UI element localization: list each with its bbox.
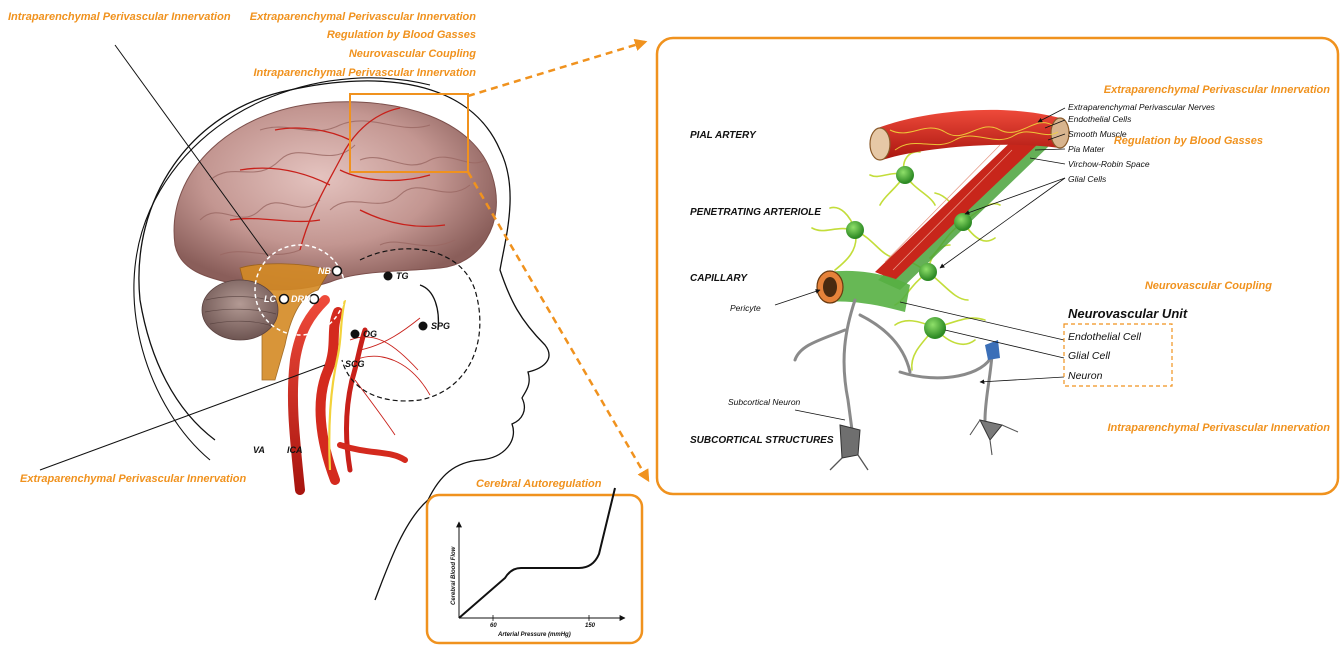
- lc-label: LC: [264, 294, 276, 304]
- glial-cell-5: [924, 317, 946, 339]
- detail-panel: PIAL ARTERY PENETRATING ARTERIOLE CAPILL…: [657, 38, 1338, 494]
- og-label: OG: [363, 329, 377, 339]
- label-pial-artery: PIAL ARTERY: [690, 130, 757, 141]
- label-r-extra: Extraparenchymal Perivascular Innervatio…: [1104, 84, 1330, 96]
- nvu-neuron: Neuron: [1068, 370, 1103, 382]
- ica-label: ICA: [287, 445, 303, 455]
- spg-label: SPG: [431, 321, 450, 331]
- lc-node: [280, 295, 289, 304]
- glial-cell-4: [919, 263, 937, 281]
- glial-cell-2: [846, 221, 864, 239]
- autoregulation-inset: Cerebral Autoregulation 60 150 Arterial …: [427, 478, 642, 643]
- glial-cell-1: [896, 166, 914, 184]
- nb-label: NB: [318, 266, 331, 276]
- tg-node: [384, 272, 393, 281]
- tick-150: 150: [585, 623, 596, 629]
- label-pia-mater: Pia Mater: [1068, 144, 1106, 154]
- nvu-endothelial: Endothelial Cell: [1068, 331, 1142, 343]
- autoregulation-title: Cerebral Autoregulation: [476, 478, 602, 490]
- drn-label: DRN: [291, 294, 311, 304]
- spg-node: [419, 322, 428, 331]
- pointer-bottom-left: [40, 365, 325, 470]
- zoom-arrow-top: [468, 42, 645, 96]
- nvu-glial: Glial Cell: [1068, 350, 1111, 362]
- label-subcortical-neuron: Subcortical Neuron: [728, 397, 801, 407]
- tick-60: 60: [490, 623, 497, 629]
- label-penetrating-arteriole: PENETRATING ARTERIOLE: [690, 207, 821, 218]
- label-extra-nerves: Extraparenchymal Perivascular Nerves: [1068, 102, 1216, 112]
- subcortical-neuron: [840, 425, 860, 458]
- label-pericyte: Pericyte: [730, 303, 761, 313]
- scg-label: SCG: [345, 359, 365, 369]
- drn-node: [310, 295, 319, 304]
- label-subcortical-structures: SUBCORTICAL STRUCTURES: [690, 435, 834, 446]
- va-label: VA: [253, 445, 265, 455]
- label-r-blood: Regulation by Blood Gasses: [1114, 135, 1263, 147]
- label-r-intra: Intraparenchymal Perivascular Innervatio…: [1107, 422, 1330, 434]
- og-node: [351, 330, 360, 339]
- nb-node: [333, 267, 342, 276]
- label-top-left: Intraparenchymal Perivascular Innervatio…: [8, 11, 231, 23]
- autoreg-xlabel: Arterial Pressure (mmHg): [497, 632, 571, 638]
- label-r-coupling: Neurovascular Coupling: [1145, 280, 1272, 292]
- label-bottom-left: Extraparenchymal Perivascular Innervatio…: [20, 473, 246, 485]
- label-top-right-1: Extraparenchymal Perivascular Innervatio…: [250, 11, 476, 23]
- tg-label: TG: [396, 271, 409, 281]
- label-endothelial-cells: Endothelial Cells: [1068, 114, 1132, 124]
- label-top-right-2: Regulation by Blood Gasses: [327, 29, 476, 41]
- cerebellum: [202, 280, 278, 340]
- label-virchow: Virchow-Robin Space: [1068, 159, 1150, 169]
- label-glial-cells: Glial Cells: [1068, 174, 1107, 184]
- brain-cerebrum: [174, 102, 496, 290]
- label-top-right-4: Intraparenchymal Perivascular Innervatio…: [253, 67, 476, 79]
- label-capillary: CAPILLARY: [690, 273, 748, 284]
- capillary-lumen: [823, 277, 837, 297]
- zoom-arrow-bottom: [468, 172, 648, 480]
- glial-cell-3: [954, 213, 972, 231]
- label-top-right-3: Neurovascular Coupling: [349, 48, 476, 60]
- nvu-title: Neurovascular Unit: [1068, 306, 1188, 321]
- pial-artery-end-right: [1051, 118, 1069, 148]
- autoreg-ylabel: Cerebral Blood Flow: [451, 546, 457, 605]
- pial-artery-end-left: [870, 128, 890, 160]
